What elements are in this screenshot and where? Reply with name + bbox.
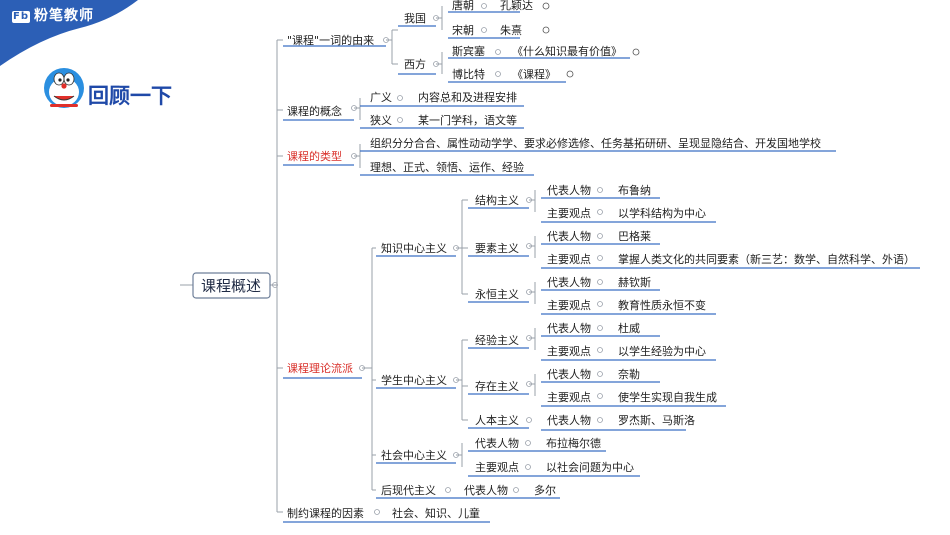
bobbitt-work: 《课程》 <box>512 68 556 81</box>
origin-branch: "课程"一词的由来 <box>287 33 374 47</box>
root-node: 课程概述 <box>201 277 261 295</box>
view-existentialism: 使学生实现自我生成 <box>618 390 717 404</box>
connector-dots <box>272 3 603 515</box>
narrow-desc: 某一门学科，语文等 <box>418 113 517 127</box>
student-center: 学生中心主义 <box>381 373 447 387</box>
view-structuralism: 以学科结构为中心 <box>618 206 706 220</box>
rep-label-postmodern: 代表人物 <box>464 483 508 497</box>
song-dynasty: 宋朝 <box>452 23 474 37</box>
tang-dynasty: 唐朝 <box>452 0 474 12</box>
experientialism: 经验主义 <box>475 333 519 347</box>
view-label-structuralism: 主要观点 <box>547 207 591 220</box>
rep-label-essentialism: 代表人物 <box>547 229 591 243</box>
bobbitt-person: 博比特 <box>452 67 485 81</box>
broad-desc: 内容总和及进程安排 <box>418 90 517 104</box>
rep-label-experientialism: 代表人物 <box>547 321 591 335</box>
person-bagley: 巴格莱 <box>618 229 651 243</box>
structuralism: 结构主义 <box>475 193 519 207</box>
humanism: 人本主义 <box>475 413 519 427</box>
view-perennialism: 教育性质永恒不变 <box>618 298 706 312</box>
underline-bars <box>283 11 920 523</box>
person-kneller: 奈勒 <box>618 367 640 381</box>
view-label-society: 主要观点 <box>475 461 519 474</box>
doraemon-mascot-icon <box>44 68 84 108</box>
view-label-perennialism: 主要观点 <box>547 299 591 312</box>
types-branch: 课程的类型 <box>287 149 342 163</box>
postmodernism: 后现代主义 <box>381 484 436 497</box>
connector-lines <box>180 6 536 513</box>
review-title: 回顾一下 <box>88 84 172 108</box>
view-label-essentialism: 主要观点 <box>547 253 591 266</box>
factors-branch: 制约课程的因素 <box>287 506 364 520</box>
brand-corner-banner <box>0 0 138 66</box>
society-center: 社会中心主义 <box>381 448 447 462</box>
types-line-2: 理想、正式、领悟、运作、经验 <box>370 160 524 174</box>
narrow-sense: 狭义 <box>370 114 392 127</box>
existentialism: 存在主义 <box>475 379 519 393</box>
view-society: 以社会问题为中心 <box>546 460 634 474</box>
broad-sense: 广义 <box>370 91 392 104</box>
person-hutchins: 赫钦斯 <box>618 276 651 289</box>
person-brameld: 布拉梅尔德 <box>546 436 601 450</box>
rep-label-structuralism: 代表人物 <box>547 183 591 197</box>
tang-person: 孔颖达 <box>500 0 533 12</box>
rep-label-society: 代表人物 <box>475 436 519 450</box>
rep-label-perennialism: 代表人物 <box>547 275 591 289</box>
spencer-person: 斯宾塞 <box>452 44 485 58</box>
knowledge-center: 知识中心主义 <box>381 241 447 255</box>
types-line-1: 组织分分合合、属性动动学学、要求必修选修、任务基拓研研、呈现显隐结合、开发国地学… <box>370 136 821 150</box>
root-node-box <box>192 272 271 299</box>
concept-branch: 课程的概念 <box>287 104 342 118</box>
view-label-experientialism: 主要观点 <box>547 345 591 358</box>
person-dewey: 杜威 <box>618 321 640 335</box>
person-rogers-maslow: 罗杰斯、马斯洛 <box>618 413 695 427</box>
rep-label-humanism: 代表人物 <box>547 413 591 427</box>
west-node: 西方 <box>404 57 426 71</box>
person-bruner: 布鲁纳 <box>618 183 651 197</box>
brand-name: 粉笔教师 <box>34 8 94 24</box>
factors-desc: 社会、知识、儿童 <box>392 506 480 520</box>
rep-label-existentialism: 代表人物 <box>547 367 591 381</box>
song-person: 朱熹 <box>500 23 522 37</box>
person-doll: 多尔 <box>534 483 556 497</box>
brand-logo-icon: Fb <box>12 11 30 23</box>
brand-label: Fb 粉笔教师 <box>12 5 94 25</box>
expand-dots <box>542 2 640 78</box>
perennialism: 永恒主义 <box>475 287 519 301</box>
view-label-existentialism: 主要观点 <box>547 391 591 404</box>
view-essentialism: 掌握人类文化的共同要素（新三艺：数学、自然科学、外语） <box>618 252 915 266</box>
schools-branch: 课程理论流派 <box>287 361 353 375</box>
spencer-work: 《什么知识最有价值》 <box>512 44 622 58</box>
essentialism: 要素主义 <box>475 242 519 255</box>
view-experientialism: 以学生经验为中心 <box>618 344 706 358</box>
china-node: 我国 <box>404 12 426 25</box>
